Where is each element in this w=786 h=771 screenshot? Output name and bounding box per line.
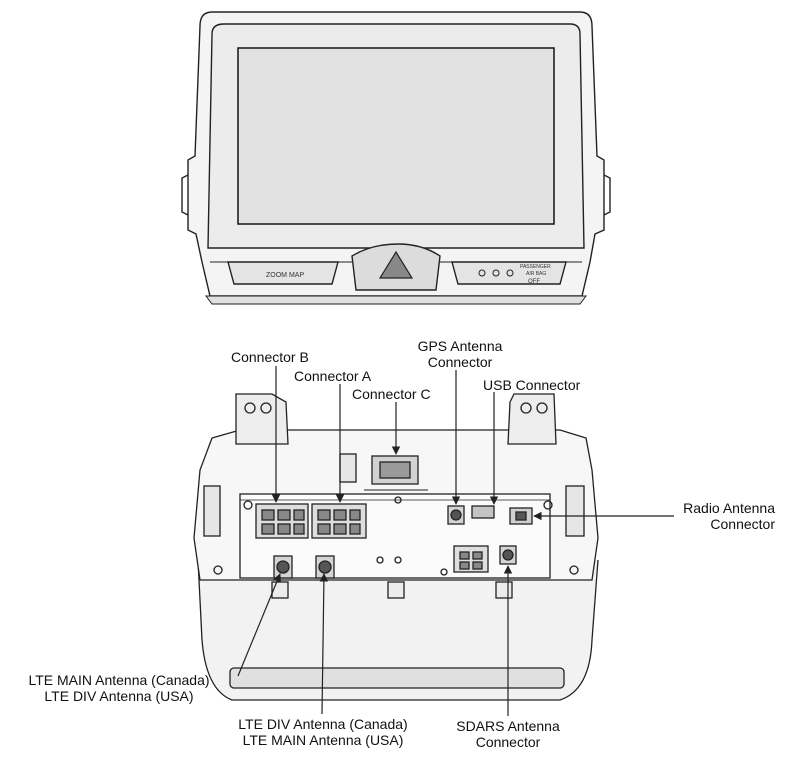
- label-connector-a: Connector A: [294, 368, 372, 384]
- rear-view-unit: [193, 393, 599, 701]
- gps-antenna-connector: [447, 505, 465, 525]
- connector-a-block: [311, 503, 367, 539]
- hazard-triangle-icon: [378, 250, 414, 279]
- usb-connector: [471, 505, 495, 519]
- lte-div-connector: [315, 555, 335, 579]
- radio-antenna-connector: [509, 507, 533, 525]
- label-sdars-line1: SDARS Antenna: [456, 718, 560, 734]
- connector-b-block: [255, 503, 309, 539]
- label-lte-main: LTE MAIN Antenna (Canada) LTE DIV Antenn…: [14, 672, 224, 704]
- airbag-off-text: OFF: [528, 279, 540, 285]
- display-screen: [237, 47, 555, 225]
- label-lte-main-line1: LTE MAIN Antenna (Canada): [28, 672, 210, 688]
- label-sdars-line2: Connector: [475, 734, 541, 750]
- label-lte-div: LTE DIV Antenna (Canada) LTE MAIN Antenn…: [218, 716, 428, 748]
- label-gps-antenna: GPS Antenna Connector: [410, 338, 510, 370]
- front-view-unit: [181, 11, 611, 305]
- label-sdars-antenna: SDARS Antenna Connector: [448, 718, 568, 750]
- passenger-text: PASSENGER: [520, 264, 551, 270]
- lte-main-connector: [273, 555, 293, 579]
- zoom-map-text: ZOOM MAP: [266, 272, 304, 279]
- connector-c-block: [364, 455, 428, 491]
- leader-lines: [237, 366, 674, 716]
- label-connector-b: Connector B: [231, 349, 309, 365]
- zoom-map-button-frame: [227, 261, 339, 285]
- leader-lte-main: [237, 573, 282, 677]
- label-gps-line2: Connector: [427, 354, 493, 370]
- label-lte-main-line2: LTE DIV Antenna (USA): [44, 688, 194, 704]
- label-lte-div-line2: LTE MAIN Antenna (USA): [242, 732, 404, 748]
- leader-lte-div: [319, 573, 329, 715]
- passenger-airbag-panel: [451, 261, 567, 285]
- sdars-antenna-connector: [499, 545, 517, 565]
- label-radio-line1: Radio Antenna: [683, 500, 775, 516]
- label-radio-antenna: Radio Antenna Connector: [677, 500, 775, 532]
- label-lte-div-line1: LTE DIV Antenna (Canada): [238, 716, 408, 732]
- label-gps-line1: GPS Antenna: [417, 338, 503, 354]
- label-connector-c: Connector C: [352, 386, 431, 402]
- label-radio-line2: Connector: [710, 516, 775, 532]
- left-mounting-bracket: [235, 393, 289, 445]
- airbag-text: AIR BAG: [526, 271, 546, 277]
- right-mounting-bracket: [507, 393, 557, 445]
- label-usb-connector: USB Connector: [483, 377, 581, 393]
